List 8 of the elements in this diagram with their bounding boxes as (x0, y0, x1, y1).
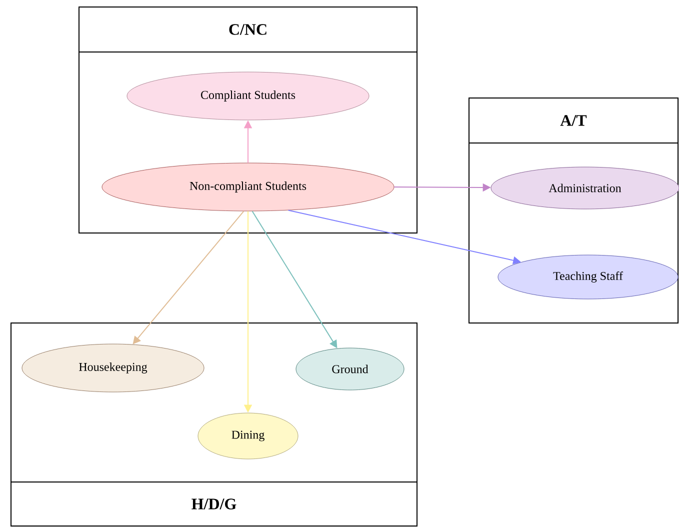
ellipse-node: Housekeeping (22, 344, 204, 392)
ellipse-node: Ground (296, 348, 404, 390)
arrow (132, 210, 244, 344)
ellipse-node: Compliant Students (126, 72, 370, 120)
ellipse-node: Dining (198, 412, 298, 460)
ellipse-node: Teaching Staff (498, 254, 678, 300)
ellipse-node: Administration (490, 166, 679, 210)
ellipse-node: Non-compliant Students (102, 162, 394, 212)
